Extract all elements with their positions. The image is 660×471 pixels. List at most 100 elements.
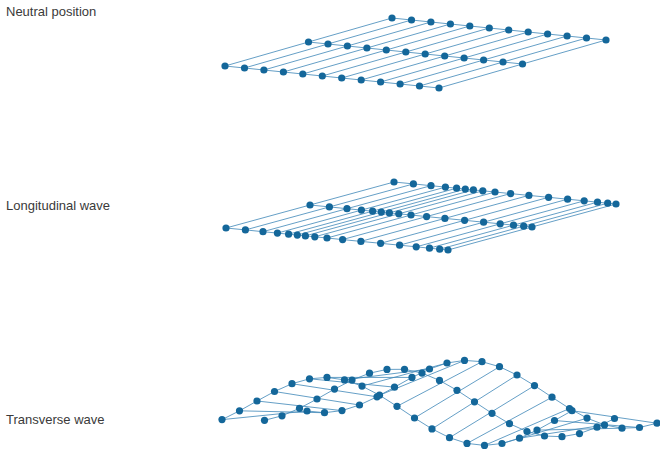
particle-dot <box>612 200 619 207</box>
particle-dot <box>601 421 608 428</box>
grid-line <box>416 201 584 247</box>
particle-dot <box>453 185 460 192</box>
grid-line <box>392 18 606 40</box>
grid-line <box>222 377 572 445</box>
particle-dot <box>441 215 448 222</box>
particle-dot <box>218 416 225 423</box>
particle-dot <box>401 366 408 373</box>
particle-dot <box>306 375 313 382</box>
grid-line <box>322 28 489 76</box>
particle-dot <box>241 64 248 71</box>
particle-dot <box>356 401 363 408</box>
particle-dot <box>358 76 365 83</box>
particle-dot <box>564 196 571 203</box>
particle-dot <box>324 40 331 47</box>
grid-line <box>429 202 597 248</box>
particle-dot <box>363 44 370 51</box>
particle-dot <box>602 36 609 43</box>
particle-dot <box>323 374 330 381</box>
particle-dot <box>471 398 478 405</box>
particle-dot <box>446 434 453 441</box>
grid-line <box>244 20 411 68</box>
grid-line <box>283 24 450 72</box>
particle-dot <box>441 52 448 59</box>
particle-dot <box>544 30 551 37</box>
particle-dot <box>274 230 281 237</box>
grid-line <box>361 32 528 80</box>
particle-dot <box>519 60 526 67</box>
particle-dot <box>343 205 350 212</box>
particle-dot <box>416 82 423 89</box>
particle-dot <box>461 217 468 224</box>
particle-dot <box>423 213 430 220</box>
particle-dot <box>447 20 454 27</box>
particle-dot <box>407 211 414 218</box>
particle-dot <box>604 200 611 207</box>
particle-dot <box>418 370 425 377</box>
particle-dot <box>576 430 583 437</box>
grid-line <box>537 428 622 430</box>
particle-dot <box>388 14 395 21</box>
particle-dot <box>481 442 488 449</box>
grid-line <box>225 66 439 88</box>
particle-dot <box>390 178 397 185</box>
particle-dot <box>497 220 504 227</box>
grid-line <box>394 182 616 204</box>
particle-dot <box>480 56 487 63</box>
particle-dot <box>488 410 495 417</box>
particle-dot <box>427 18 434 25</box>
particle-dot <box>541 432 548 439</box>
particle-dot <box>391 384 398 391</box>
particle-dot <box>506 420 513 427</box>
particle-dot <box>253 397 260 404</box>
particle-dot <box>516 435 523 442</box>
particle-dot <box>341 376 348 383</box>
particle-dot <box>321 409 328 416</box>
particle-dot <box>242 226 249 233</box>
grid-line <box>307 360 657 428</box>
particle-dot <box>311 233 318 240</box>
grid-line <box>277 187 445 233</box>
grid-line <box>439 40 606 88</box>
particle-dot <box>280 68 287 75</box>
particle-dot <box>653 420 660 427</box>
particle-dot <box>496 363 503 370</box>
particle-dot <box>299 70 306 77</box>
particle-dot <box>636 424 643 431</box>
particle-dot <box>369 208 376 215</box>
grid-line <box>400 36 567 84</box>
particle-dot <box>507 190 514 197</box>
particle-dot <box>271 388 278 395</box>
particle-dot <box>408 374 415 381</box>
particle-dot <box>462 186 469 193</box>
particle-dot <box>373 393 380 400</box>
grid-line <box>572 411 657 424</box>
particle-dot <box>513 371 520 378</box>
particle-dot <box>436 377 443 384</box>
particle-dot <box>383 366 390 373</box>
particle-dot <box>583 34 590 41</box>
particle-dot <box>259 228 266 235</box>
particle-dot <box>236 407 243 414</box>
grid-line <box>264 22 431 70</box>
particle-dot <box>296 405 303 412</box>
panel-label: Transverse wave <box>6 412 105 427</box>
particle-dot <box>303 407 310 414</box>
particle-dot <box>278 412 285 419</box>
particle-dot <box>338 74 345 81</box>
particle-dot <box>558 433 565 440</box>
particle-dot <box>222 224 229 231</box>
particle-dot <box>491 188 498 195</box>
particle-dot <box>443 359 450 366</box>
grid-line <box>362 363 447 386</box>
grid-line <box>265 369 615 436</box>
particle-dot <box>426 245 433 252</box>
particle-dot <box>413 243 420 250</box>
particle-dot <box>593 424 600 431</box>
particle-dot <box>528 223 535 230</box>
particle-dot <box>313 395 320 402</box>
particle-dot <box>377 240 384 247</box>
particle-dot <box>525 192 532 199</box>
particle-dot <box>461 54 468 61</box>
particle-dot <box>523 428 530 435</box>
